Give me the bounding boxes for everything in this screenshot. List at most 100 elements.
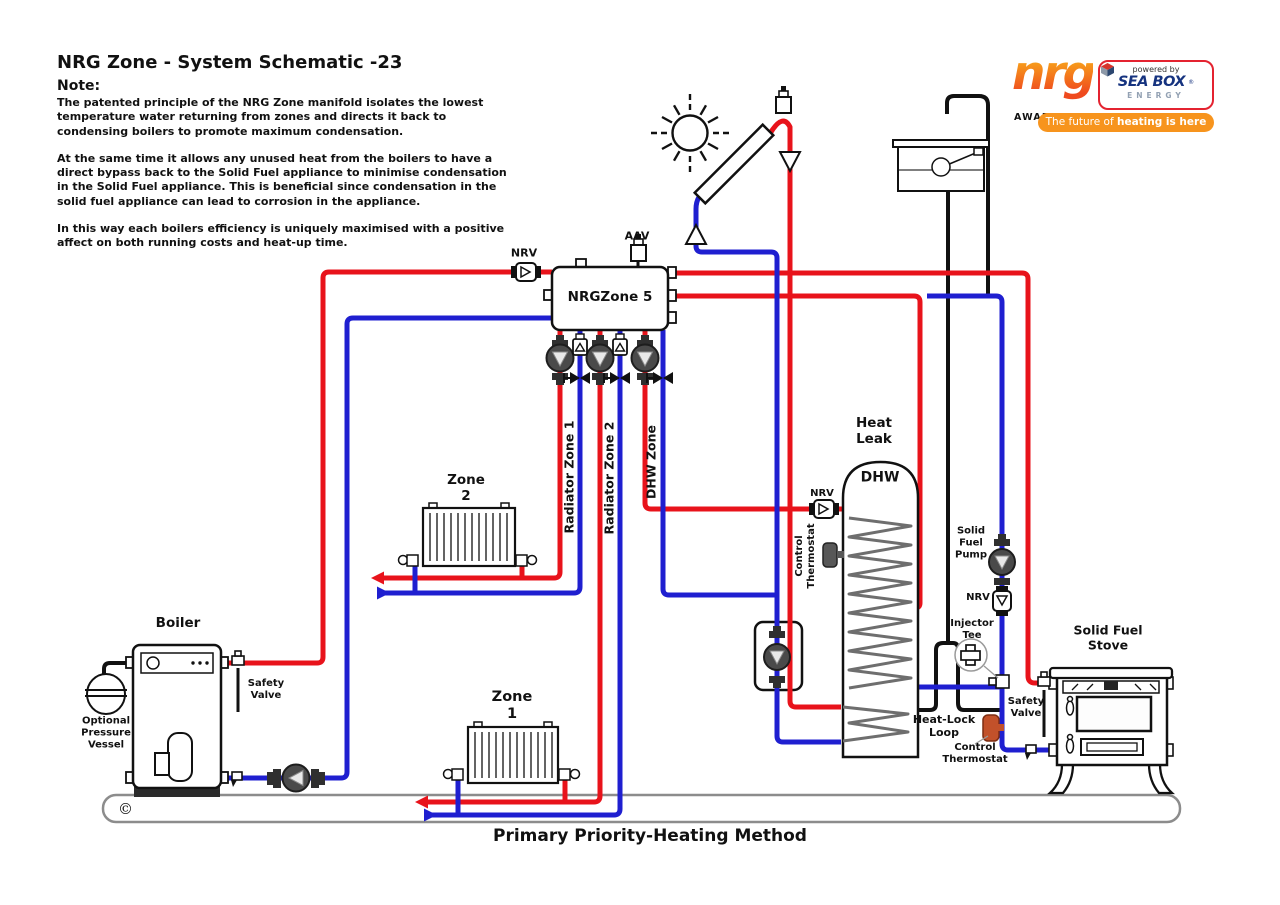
open-vent-and-feed-pipes [102, 94, 1046, 737]
note-text: The patented principle of the NRG Zone m… [57, 96, 519, 264]
pump-zone2 [585, 335, 615, 385]
dhw-zone-return [660, 330, 777, 598]
solar-flow-arrow [778, 151, 802, 174]
nrv-tank-valve [809, 499, 839, 519]
label-nrv-solid-fuel: NRV [966, 592, 990, 604]
solar-return [693, 195, 841, 745]
return-pipes-blue [224, 195, 1057, 818]
pump-zone1 [545, 335, 575, 385]
gate-valve-3 [646, 372, 673, 384]
label-safety-valve-stove: Safety Valve [1007, 696, 1045, 719]
injector-tee-detail [954, 638, 999, 745]
boiler [125, 643, 229, 797]
zone1-flow-arrow [415, 795, 428, 809]
solid-fuel-stove [1047, 666, 1175, 795]
boiler-safety-valve-fitting [231, 650, 245, 666]
stove-leg-left [1047, 762, 1075, 795]
nrv-manifold-valve [511, 262, 541, 282]
stove-safety-valve-fitting [1037, 671, 1051, 687]
zone1-flow [428, 330, 603, 805]
label-manifold: NRGZone 5 [567, 289, 653, 306]
solar-flow [768, 118, 841, 710]
boiler-dial [146, 656, 160, 670]
note-paragraph: The patented principle of the NRG Zone m… [57, 96, 484, 138]
zone1-return-arrow [424, 808, 437, 822]
label-pressure-vessel: Optional Pressure Vessel [81, 715, 131, 750]
heat-lock-loop-pipe [918, 641, 1000, 712]
pressure-vessel-pipe [102, 661, 133, 675]
boiler-return-pipe [224, 315, 552, 781]
zone2-flow-arrow [371, 571, 384, 585]
sea-box-badge: powered by SEA BOX ® ENERGY [1098, 60, 1214, 110]
label-radiator-zone-2: Radiator Zone 2 [601, 421, 617, 535]
stove-thermostat [982, 714, 1004, 742]
pump-dhw [630, 335, 660, 385]
energy-text: ENERGY [1127, 91, 1185, 100]
label-solid-fuel-pump: Solid Fuel Pump [954, 525, 988, 560]
label-control-thermostat-tank: Control Thermostat [794, 523, 817, 589]
stove-window [1075, 695, 1153, 733]
stove-return-pipe [927, 293, 1057, 753]
label-control-thermostat-stove: Control Thermostat [942, 742, 1008, 765]
copyright-mark: © [118, 800, 133, 818]
vent-valve-1 [572, 333, 588, 356]
boiler-internal-pump [167, 732, 193, 782]
open-vent-pipe [945, 94, 990, 296]
solar-coil [842, 705, 910, 743]
stove-flow-pipe [668, 270, 1057, 686]
header-tank [892, 139, 990, 192]
note-heading: Note: [57, 78, 101, 94]
zone2-return [378, 330, 583, 596]
zone2-return-arrow [377, 586, 390, 600]
solar-collector [692, 122, 776, 206]
pressure-vessel [85, 673, 127, 715]
registered-mark: ® [1188, 78, 1195, 86]
solid-fuel-pump [988, 534, 1016, 585]
note-paragraph: At the same time it allows any unused he… [57, 151, 507, 208]
radiator-zone1 [442, 721, 581, 785]
boiler-return-pump [267, 763, 325, 793]
zone1-return [424, 330, 623, 818]
label-radiator-zone-1: Radiator Zone 1 [561, 420, 577, 534]
float-ball [931, 157, 951, 177]
label-zone-1: Zone 1 [491, 688, 533, 722]
label-heat-lock-loop: Heat-Lock Loop [912, 713, 976, 739]
diagram-caption: Primary Priority-Heating Method [493, 826, 807, 846]
label-nrv-tank: NRV [810, 488, 834, 500]
solar-return-arrow [684, 222, 708, 245]
label-dhw: DHW [860, 469, 900, 486]
tank-thermostat [822, 542, 844, 568]
nrg-awareness-logo: nrg AWARENESS powered by SEA BOX ® ENERG… [1008, 46, 1214, 138]
injector-tee-fitting [988, 674, 1010, 689]
flow-arrows [371, 151, 802, 822]
dhw-zone-flow [642, 330, 843, 512]
dhw-coil [847, 516, 913, 690]
air-vents [630, 86, 792, 262]
label-nrv-manifold: NRV [510, 246, 538, 260]
check-valves [511, 262, 1012, 616]
solar-pump [763, 626, 791, 688]
label-boiler: Boiler [155, 615, 201, 632]
nrgzone-manifold [543, 258, 677, 332]
sun-icon [649, 92, 731, 174]
boiler-drain-fitting [231, 771, 243, 787]
page-title: NRG Zone - System Schematic -23 [57, 52, 403, 73]
label-zone-2: Zone 2 [447, 472, 485, 504]
gate-valve-1 [563, 372, 590, 384]
note-paragraph: In this way each boilers efficiency is u… [57, 222, 505, 250]
radiator-zone2 [397, 502, 538, 568]
stove-leg-right [1147, 762, 1175, 795]
tagline-pill: The future of heating is here [1038, 113, 1214, 132]
floor-plinth [101, 793, 1182, 824]
return-valves [563, 333, 673, 384]
zone2-flow [384, 330, 563, 581]
label-solid-fuel-stove: Solid Fuel Stove [1073, 622, 1143, 652]
small-fittings [231, 650, 1051, 787]
powered-by-text: powered by [1132, 65, 1180, 74]
gate-valve-2 [603, 372, 630, 384]
sea-box-cube-icon [1101, 63, 1114, 77]
nrv-solid-fuel-valve [992, 586, 1012, 616]
label-safety-valve-boiler: Safety Valve [247, 678, 285, 701]
